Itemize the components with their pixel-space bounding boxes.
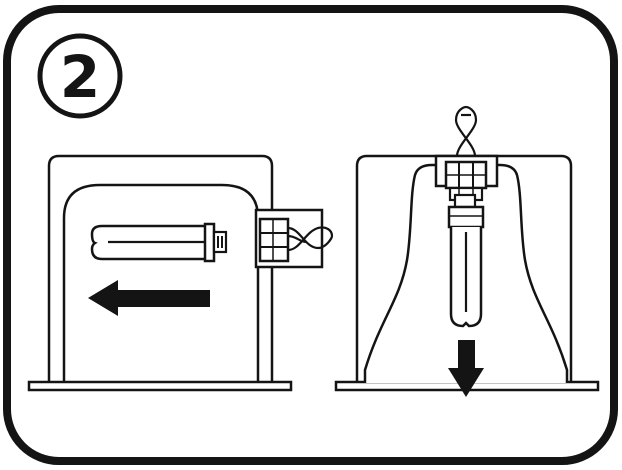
lamp-pin-block (212, 230, 228, 254)
base-flange (27, 380, 293, 392)
housing-outer (47, 154, 274, 383)
front-view-panel (334, 105, 600, 397)
wire-connector (287, 226, 334, 252)
step-number: 2 (60, 43, 100, 111)
housing-inner (62, 183, 260, 383)
wire-connector-right (454, 105, 478, 157)
lamp-socket (258, 217, 290, 263)
step-badge: 2 (37, 33, 123, 119)
lamp-pin-block-right (453, 193, 477, 209)
step-badge-circle (37, 33, 123, 119)
remove-down-arrow-icon (448, 340, 484, 397)
lamp-base-right (447, 205, 485, 229)
cfl-lamp-right (447, 193, 485, 328)
cfl-lamp (90, 222, 228, 263)
remove-left-arrow-icon (88, 280, 210, 316)
side-view-panel (27, 154, 334, 392)
lamp-base (203, 222, 216, 263)
